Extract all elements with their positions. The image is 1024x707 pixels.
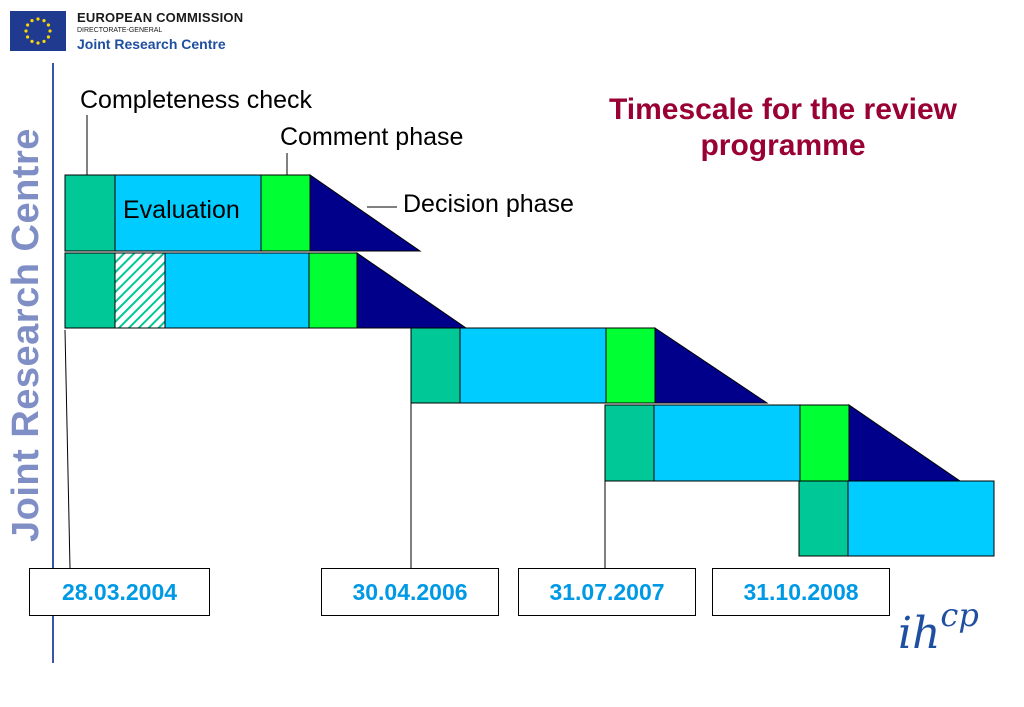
evaluation-block [653, 404, 801, 482]
page-title: Timescale for the review programme [548, 92, 1018, 164]
completeness-block [64, 252, 116, 329]
completeness-block [604, 404, 655, 482]
ihcp-logo-super: cp [940, 596, 979, 634]
completeness-block [64, 174, 116, 252]
ihcp-logo-main: ih [898, 608, 941, 659]
eu-flag-logo [10, 11, 66, 51]
date-connector-line [64, 329, 71, 569]
completeness-check-label: Completeness check [80, 86, 313, 114]
vertical-divider [52, 63, 54, 663]
org-title: EUROPEAN COMMISSION [77, 10, 244, 25]
hatched-block [114, 252, 166, 329]
evaluation-block [459, 327, 607, 404]
decision-triangle [309, 174, 422, 252]
date-box: 30.04.2006 [321, 568, 499, 616]
comment-phase-label: Comment phase [280, 123, 464, 151]
org-subtitle: DIRECTORATE-GENERAL [77, 27, 163, 34]
decision-triangle [654, 327, 769, 404]
date-box: 31.07.2007 [518, 568, 696, 616]
page-title-line1: Timescale for the review [609, 93, 957, 126]
ihcp-logo: ihcp [898, 596, 979, 659]
completeness-block [410, 327, 461, 404]
page-title-line2: programme [700, 129, 866, 162]
evaluation-block [164, 252, 310, 329]
decision-phase-label: Decision phase [403, 190, 574, 218]
decision-triangle [848, 404, 962, 482]
comment-block [605, 327, 656, 404]
comment-block [308, 252, 358, 329]
date-box: 28.03.2004 [29, 568, 210, 616]
decision-triangle [356, 252, 468, 329]
evaluation-block [847, 480, 995, 557]
comment-block [799, 404, 850, 482]
org-name: Joint Research Centre [77, 36, 226, 52]
evaluation-label: Evaluation [123, 196, 240, 224]
date-box: 31.10.2008 [712, 568, 890, 616]
comment-block [260, 174, 311, 252]
completeness-block [798, 480, 849, 557]
